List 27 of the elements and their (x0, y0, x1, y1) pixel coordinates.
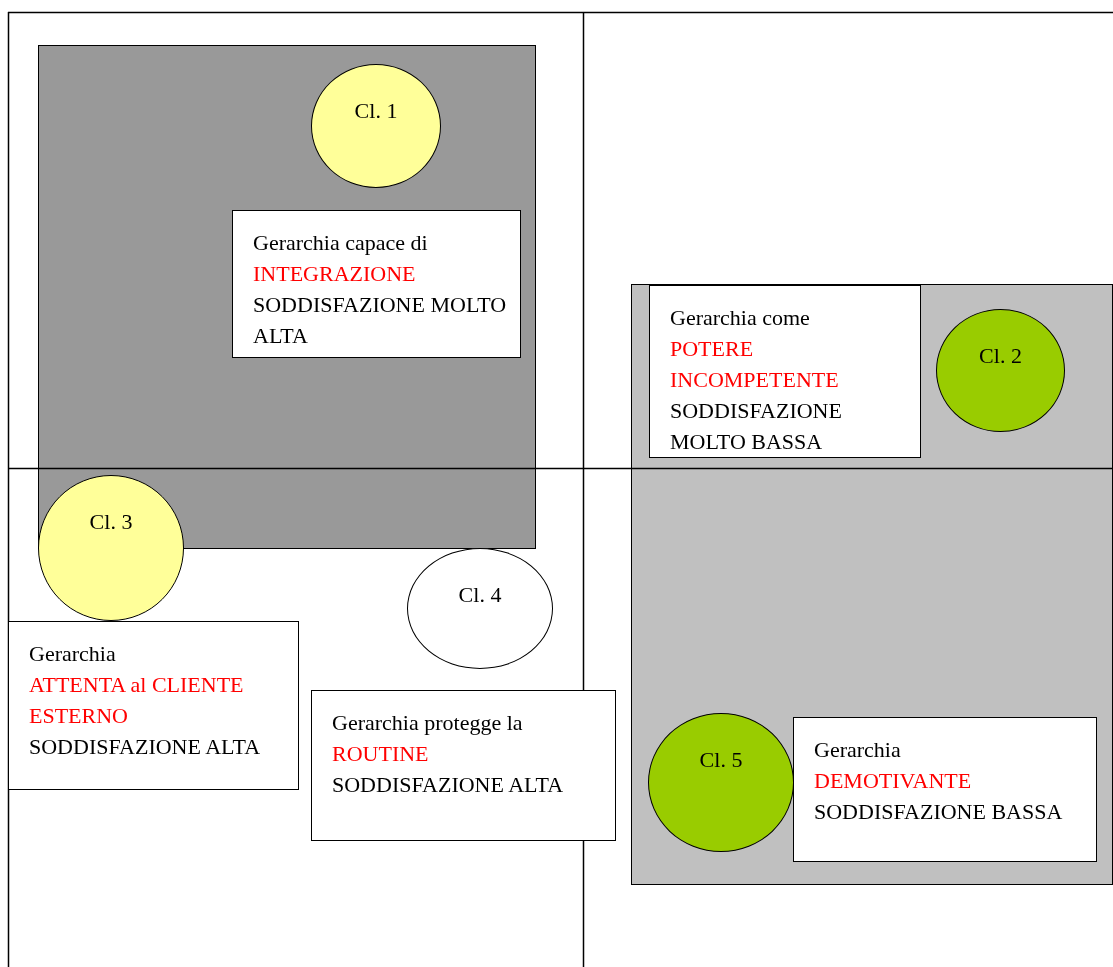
card-text: Gerarchia capace di (253, 229, 429, 257)
shaded-area (631, 284, 1113, 885)
highlighted-text: INTEGRAZIONE (253, 260, 417, 288)
card-text: SODDISFAZIONE BASSA (814, 798, 1064, 826)
circle-label: Cl. 3 (89, 508, 133, 536)
shaded-area (38, 45, 536, 549)
circle-label: Cl. 1 (354, 97, 398, 125)
card-text: Gerarchia (814, 736, 902, 764)
card-text: Gerarchia come (670, 304, 811, 332)
text-card (311, 690, 616, 841)
circle-label: Cl. 2 (979, 342, 1022, 370)
card-text: Gerarchia protegge la (332, 709, 524, 737)
text-card (793, 717, 1097, 862)
card-text: SODDISFAZIONE ALTA (332, 771, 565, 799)
card-text: SODDISFAZIONE ALTA (29, 733, 262, 761)
card-text: Gerarchia (29, 640, 117, 668)
text-card (649, 285, 921, 458)
circle-label: Cl. 5 (699, 746, 743, 774)
highlighted-text: ATTENTA al CLIENTE ESTERNO (29, 671, 245, 730)
card-text: SODDISFAZIONE MOLTO BASSA (670, 397, 843, 456)
circle-label: Cl. 4 (458, 581, 502, 609)
card-text: SODDISFAZIONE MOLTO ALTA (253, 291, 508, 350)
highlighted-text: DEMOTIVANTE (814, 767, 973, 795)
highlighted-text: POTERE INCOMPETENTE (670, 335, 840, 394)
text-card (8, 621, 299, 790)
highlighted-text: ROUTINE (332, 740, 430, 768)
text-card (232, 210, 521, 358)
